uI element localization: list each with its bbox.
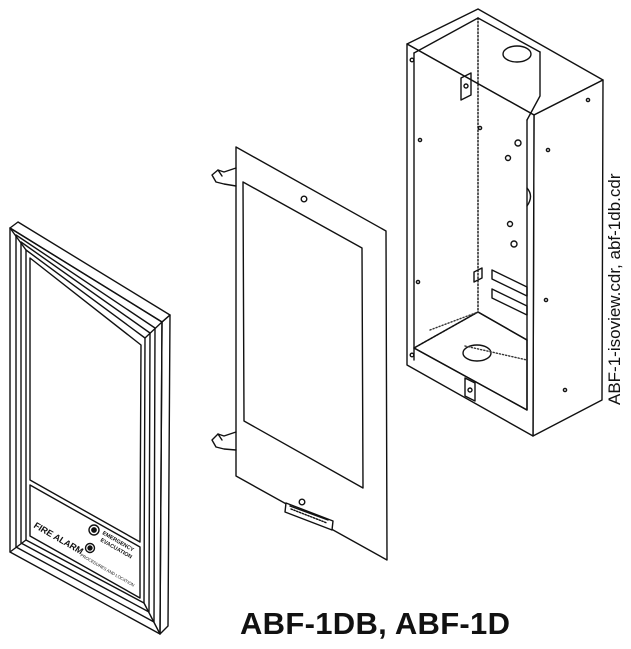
file-label: ABF-1-isoview.cdr, abf-1db.cdr bbox=[605, 173, 624, 405]
door-frame-assembly: FIRE ALARM EMERGENCY EVACUATION PROCEDUR… bbox=[9, 221, 171, 635]
door-outer-edge bbox=[9, 227, 163, 635]
back-box-side bbox=[532, 79, 604, 437]
ground-stud bbox=[473, 267, 483, 283]
trim-screw-bottom bbox=[298, 498, 306, 506]
slot-lower bbox=[491, 288, 528, 316]
lower-hinge-tab bbox=[211, 431, 237, 451]
door-window bbox=[29, 257, 142, 543]
slot-upper bbox=[491, 269, 528, 297]
top-tab bbox=[460, 72, 472, 101]
back-box bbox=[406, 8, 604, 437]
door-nameplate bbox=[29, 484, 141, 599]
door-emblem-1 bbox=[88, 524, 100, 536]
trim-plate-outline bbox=[235, 146, 388, 561]
bottom-tab bbox=[464, 377, 476, 402]
door-emblem-2 bbox=[84, 542, 96, 554]
diagram-title: ABF-1DB, ABF-1D bbox=[240, 606, 511, 641]
back-box-floor bbox=[413, 311, 528, 411]
knockout-bottom bbox=[462, 344, 492, 362]
back-box-front bbox=[406, 43, 535, 437]
trim-plate bbox=[211, 146, 388, 561]
knockout-top bbox=[502, 45, 532, 63]
door-outer-face bbox=[9, 221, 171, 323]
door-right-side bbox=[159, 314, 171, 635]
upper-hinge-tab bbox=[211, 167, 237, 187]
trim-screw-top bbox=[300, 195, 308, 203]
trim-plate-window bbox=[242, 181, 364, 489]
door-label-fire-alarm: FIRE ALARM bbox=[32, 520, 85, 556]
